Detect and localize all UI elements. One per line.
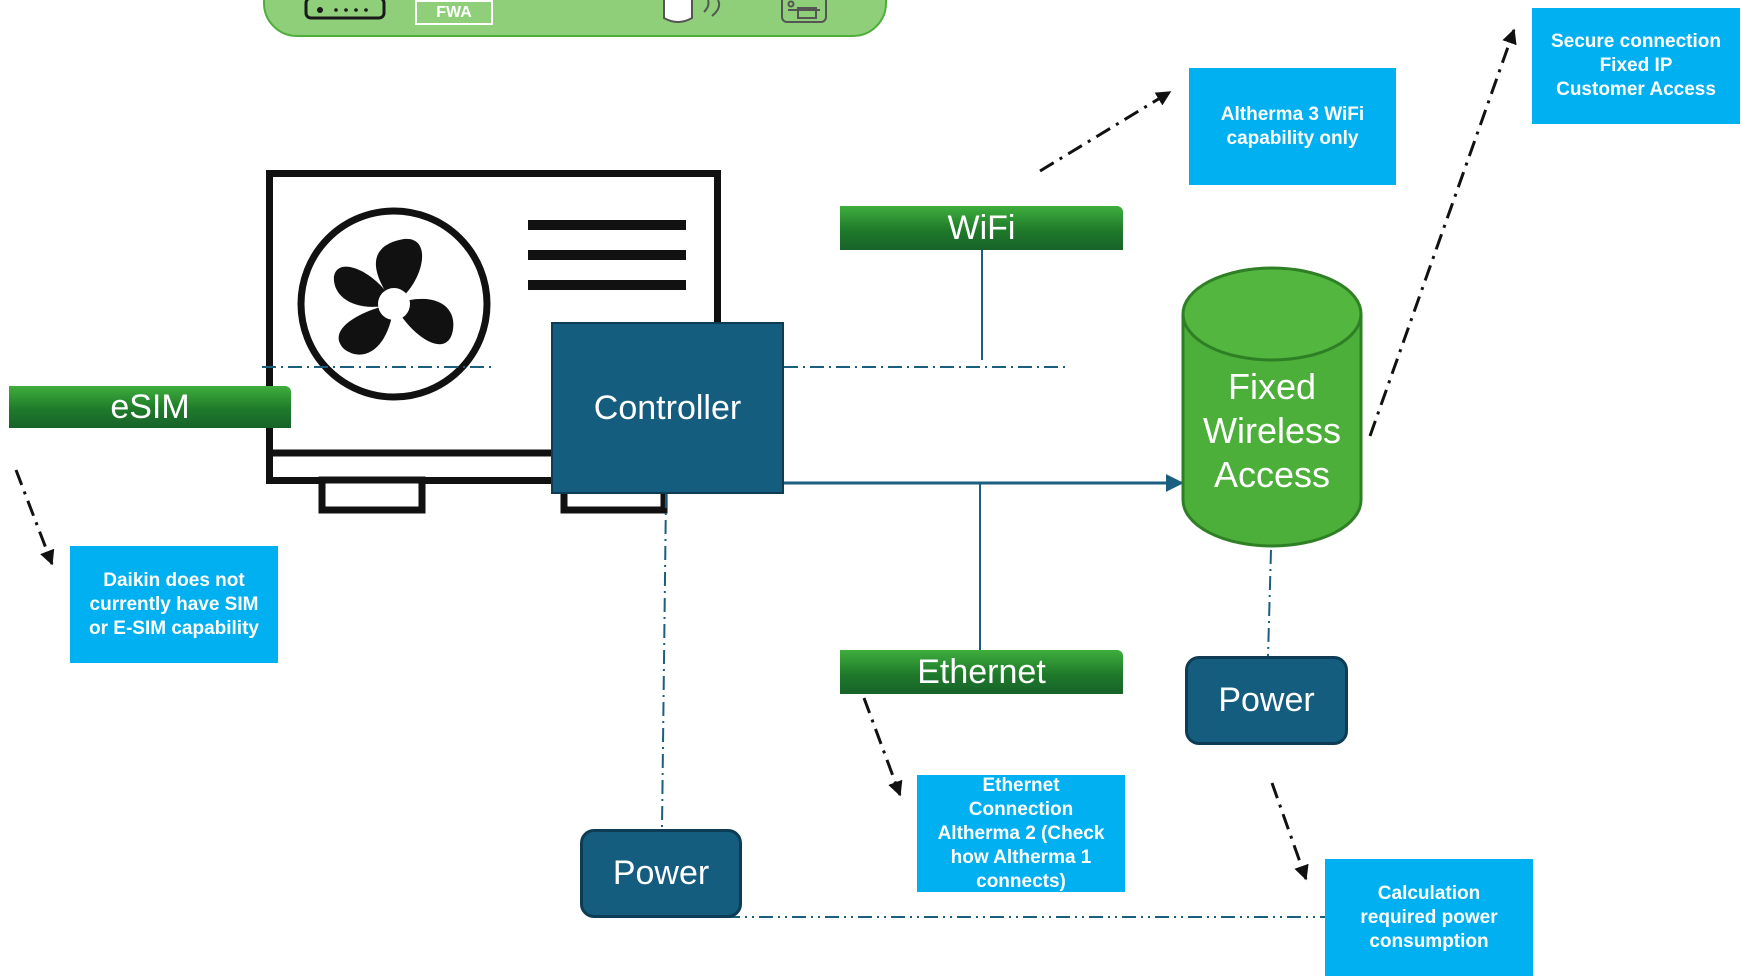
antenna-icon xyxy=(660,0,735,26)
power-box-right: Power xyxy=(1185,656,1348,745)
fwa-cylinder xyxy=(1180,264,1364,550)
fwa-label: Fixed Wireless Access xyxy=(1202,366,1341,495)
router-icon xyxy=(304,0,386,20)
ethernet-note-arrow xyxy=(862,697,903,797)
fwa-power-connector xyxy=(1267,549,1272,657)
note-daikin: Daikin does not currently have SIM or E-… xyxy=(70,546,278,663)
esim-note-arrow xyxy=(14,469,55,566)
esim-label: eSIM xyxy=(9,386,291,428)
wifi-label: WiFi xyxy=(840,206,1123,250)
ethernet-label: Ethernet xyxy=(840,650,1123,694)
controller-box: Controller xyxy=(551,322,784,494)
power-box-left: Power xyxy=(580,829,742,918)
fwa-note-arrow xyxy=(1368,28,1517,437)
wifi-note-arrow xyxy=(1039,90,1172,173)
controller-power-connector xyxy=(661,493,667,829)
fan-icon xyxy=(294,204,494,404)
note-ethernet: Ethernet Connection Altherma 2 (Check ho… xyxy=(917,775,1125,892)
note-power: Calculation required power consumption xyxy=(1325,859,1533,976)
banner-fwa-tag: FWA xyxy=(415,0,493,25)
power-note-arrow xyxy=(1270,782,1309,881)
device-icon xyxy=(780,0,830,24)
note-secure: Secure connection Fixed IP Customer Acce… xyxy=(1532,8,1740,124)
note-altherma3: Altherma 3 WiFi capability only xyxy=(1189,68,1396,185)
